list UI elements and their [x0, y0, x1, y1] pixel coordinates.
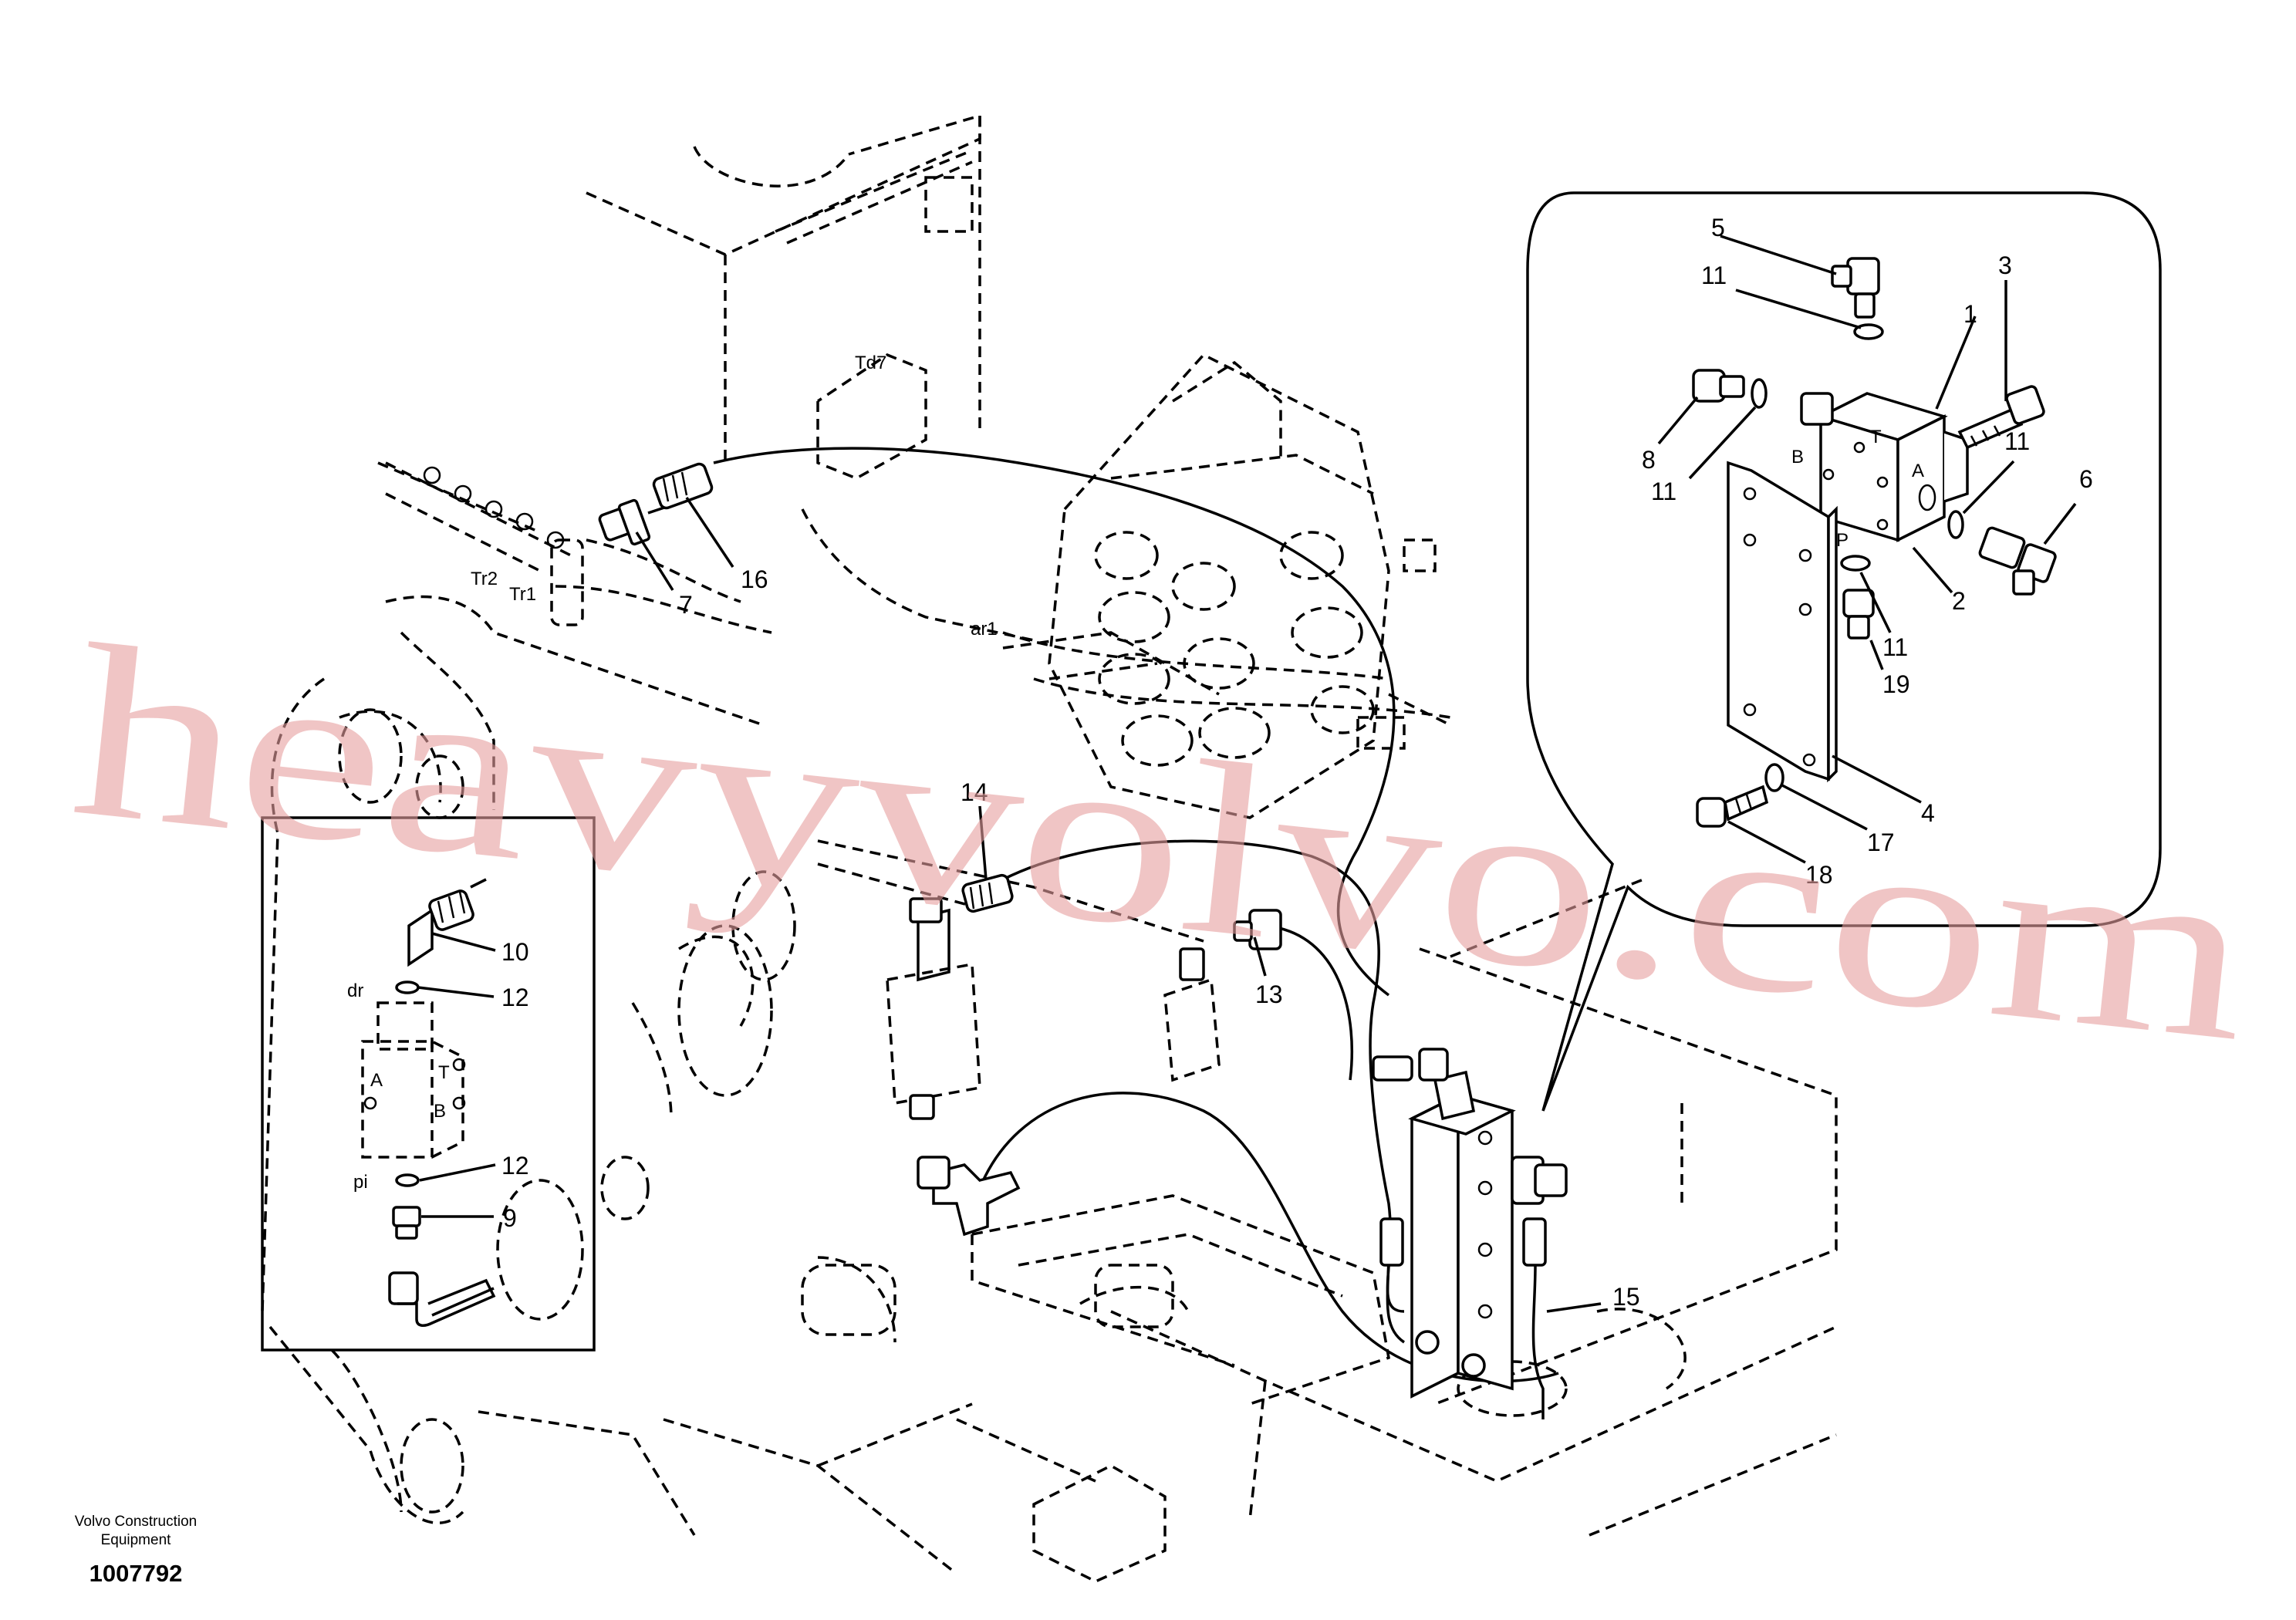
elbow-fitting [917, 1156, 1021, 1237]
callout-15: 15 [1612, 1283, 1640, 1311]
inset-valve-body [361, 1001, 466, 1159]
callout-11-top: 11 [1701, 262, 1727, 289]
callout-14: 14 [961, 778, 988, 806]
pilot-block-mid [1163, 947, 1221, 1082]
detail-part-6 [1978, 526, 2057, 596]
detail-part-5 [1831, 257, 1880, 319]
detail-oring-11-right [1947, 510, 1964, 539]
port-label-detail-p: P [1836, 530, 1849, 551]
port-label-detail-t: T [1870, 427, 1882, 447]
detail-callout-bubble [1526, 191, 2162, 1112]
detail-part-4-plate [1727, 461, 1838, 783]
inset-hose-elbow [388, 1271, 496, 1328]
callout-19: 19 [1882, 670, 1910, 698]
watermark-text: heavyvolvo.com [62, 593, 2262, 1093]
detail-part-3-bolt [1957, 385, 2045, 450]
detail-part-18-bolt [1696, 785, 1769, 828]
credit-block: Volvo Construction Equipment 1007792 [75, 1514, 197, 1587]
callout-16: 16 [741, 565, 768, 593]
port-label-inset-a: A [370, 1070, 383, 1091]
callout-12-top: 12 [501, 984, 529, 1011]
control-valve-phantom [1002, 353, 1451, 819]
port-label-inset-b: B [434, 1101, 446, 1122]
callout-1: 1 [1963, 300, 1977, 328]
detail-part-19 [1842, 589, 1875, 640]
inset-adapter-9 [392, 1206, 421, 1240]
hose-13 [1264, 924, 1354, 1081]
port-label-inset-t: T [438, 1062, 450, 1083]
callout-17: 17 [1867, 829, 1895, 856]
hose-end-13 [1233, 909, 1282, 950]
callout-10: 10 [501, 938, 529, 966]
port-label-ar1: ar1 [971, 619, 998, 640]
callout-8: 8 [1642, 446, 1656, 474]
port-label-detail-a: A [1912, 461, 1924, 481]
callout-11-p: 11 [1882, 633, 1908, 661]
callout-5: 5 [1711, 214, 1725, 241]
callout-13: 13 [1255, 980, 1283, 1008]
inset-elbow-10 [407, 878, 487, 967]
detail-oring-11-p [1840, 555, 1871, 572]
inset-detail-box [261, 816, 596, 1352]
leader-lines [417, 235, 2077, 1313]
detail-part-1-valve [1800, 392, 1969, 542]
port-label-detail-b: B [1791, 447, 1804, 467]
callout-3: 3 [1998, 251, 2012, 279]
tee-fitting-7 [598, 498, 672, 546]
hose-end-14 [961, 873, 1014, 913]
solenoid-valve-assembly [1372, 1048, 1568, 1399]
detail-oring-11-top [1853, 323, 1884, 340]
fittings [598, 462, 1282, 1237]
hose-15 [1531, 1264, 1545, 1419]
detail-part-8 [1692, 369, 1745, 403]
callout-2: 2 [1952, 587, 1966, 615]
callout-6: 6 [2079, 465, 2093, 493]
port-label-tr1: Tr1 [509, 584, 536, 605]
port-label-pi: pi [353, 1172, 368, 1193]
hose-16 [713, 447, 1396, 997]
credit-line-1: Volvo Construction [75, 1514, 197, 1530]
credit-line-2: Equipment [101, 1532, 172, 1548]
pilot-port-rail [377, 461, 584, 626]
check-valve-small [886, 897, 981, 1120]
hose-end-16 [652, 462, 714, 510]
callout-7: 7 [679, 591, 693, 619]
document-number: 1007792 [89, 1560, 183, 1587]
callout-4: 4 [1921, 799, 1935, 827]
port-label-td7: Td7 [855, 353, 886, 373]
inset-oring-bottom [395, 1173, 420, 1187]
callout-11-right: 11 [2004, 427, 2030, 455]
port-label-tr2: Tr2 [471, 569, 498, 589]
detail-part-17-washer [1764, 763, 1784, 792]
callout-18: 18 [1805, 861, 1833, 889]
port-label-dr: dr [347, 980, 363, 1001]
inset-oring-top [395, 980, 420, 994]
callout-12-bottom: 12 [501, 1152, 529, 1180]
callout-9: 9 [503, 1204, 517, 1232]
detail-oring-11-left [1751, 378, 1768, 409]
callout-11-left: 11 [1651, 478, 1676, 505]
port-labels: Td7 Tr2 Tr1 ar1 dr pi A T B B T A P [347, 353, 1924, 1193]
callout-numbers: 5 11 3 1 8 11 11 6 2 11 19 4 17 18 7 16 … [501, 214, 2093, 1311]
